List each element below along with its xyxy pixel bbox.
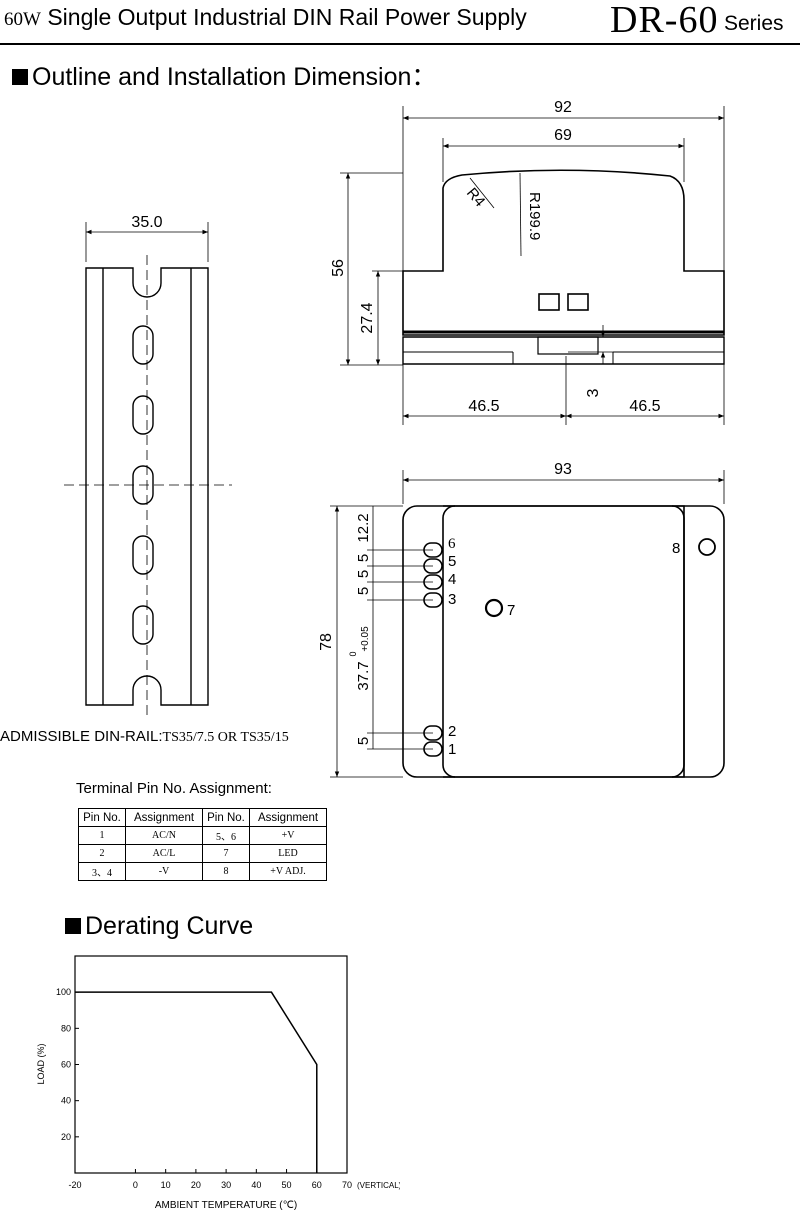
table-cell: -V [125,862,203,881]
dim-pitch-5a: 5 [355,554,372,562]
table-cell: 5、6 [202,826,250,845]
dim-69: 69 [554,127,572,144]
y-tick-label: 100 [56,987,71,997]
pin-8-label: 8 [672,540,680,557]
dim-37-7-tol-lower: +0.05 [360,626,371,652]
header-model: DR-60 [610,0,719,41]
dim-37-7-tol-upper: 0 [348,651,358,656]
side-view-drawing [340,106,725,425]
derating-section-title: Derating Curve [65,912,253,941]
table-row: 2 AC/L 7 LED [78,844,327,863]
table-header: Assignment [249,808,327,827]
table-header-row: Pin No. Assignment Pin No. Assignment [78,808,327,827]
dim-3: 3 [585,388,602,397]
outline-section-title: Outline and Installation Dimension： [12,57,436,93]
chart-ylabel: LOAD (%) [36,1043,46,1084]
table-cell: 2 [78,844,126,863]
table-cell: LED [249,844,327,863]
dim-92: 92 [554,99,572,116]
x-tick-label: 0 [133,1180,138,1190]
dim-pitch-5c: 5 [355,587,372,595]
pin-5-label: 5 [448,553,456,570]
table-header: Assignment [125,808,203,827]
dim-37-7: 37.7 [355,661,372,690]
dim-pitch-5b: 5 [355,570,372,578]
dimension-drawings: 35.0 [64,99,725,778]
dim-56: 56 [330,259,347,277]
x-tick-label: 60 [312,1180,322,1190]
table-cell: 3、4 [78,862,126,881]
dim-93: 93 [554,461,572,478]
table-cell: 7 [202,844,250,863]
section-bullet-icon [65,918,81,934]
x-tick-label: 10 [161,1180,171,1190]
din-rail-drawing [64,222,232,715]
y-tick-label: 40 [61,1096,71,1106]
x-tick-label: -20 [68,1180,81,1190]
header-wattage: 60W [4,9,41,30]
chart-xlabel: AMBIENT TEMPERATURE (℃) [155,1200,297,1210]
pin-4-label: 4 [448,571,456,588]
din-rail-value: TS35/7.5 OR TS35/15 [162,730,289,745]
x-tick-label: 40 [251,1180,261,1190]
pin-2-label: 2 [448,723,456,740]
y-tick-label: 80 [61,1023,71,1033]
dim-bottom-5: 5 [355,737,372,745]
table-cell: AC/N [125,826,203,845]
dim-46-5-left: 46.5 [468,398,499,415]
table-cell: 8 [202,862,250,881]
x-tick-label: 30 [221,1180,231,1190]
pin-3-label: 3 [448,591,456,608]
x-tick-label: 70 [342,1180,352,1190]
table-cell: +V ADJ. [249,862,327,881]
pin-1-label: 1 [448,741,456,758]
table-row: 1 AC/N 5、6 +V [78,826,327,845]
derating-chart: 20 40 60 80 100 -20 0 10 20 30 40 50 60 70 (VERTICAL)… [36,955,400,1210]
section-bullet-icon [12,69,28,85]
terminal-pin-table: Pin No. Assignment Pin No. Assignment 1 … [78,808,327,881]
pin-6-label: 6 [448,536,456,552]
front-view-drawing [330,470,725,778]
dim-46-5-right: 46.5 [629,398,660,415]
rail-width-label: 35.0 [131,214,162,231]
derating-curve-line [75,991,318,1173]
table-row: 3、4 -V 8 +V ADJ. [78,862,327,881]
dim-12-2: 12.2 [355,513,372,542]
dim-78: 78 [318,633,335,651]
chart-frame [74,955,348,1174]
table-cell: 1 [78,826,126,845]
header-title-text: Single Output Industrial DIN Rail Power … [47,4,527,30]
terminal-table-title: Terminal Pin No. Assignment: [76,780,272,797]
y-tick-label: 20 [61,1132,71,1142]
y-tick-label: 60 [61,1060,71,1070]
table-header: Pin No. [202,808,250,827]
header-title: 60W Single Output Industrial DIN Rail Po… [4,4,527,31]
table-cell: AC/L [125,844,203,863]
x-tick-label: 50 [282,1180,292,1190]
dim-27-4: 27.4 [359,302,376,333]
header-divider [0,43,800,45]
x-tick-label: 20 [191,1180,201,1190]
radius-r4: R4 [463,185,488,211]
pin-7-label: 7 [507,602,515,619]
din-rail-label: ADMISSIBLE DIN-RAIL:TS35/7.5 OR TS35/15 [0,728,289,745]
header-series: Series [724,12,784,35]
table-cell: +V [249,826,327,845]
table-header: Pin No. [78,808,126,827]
radius-r199: R199.9 [526,192,543,240]
x-tick-suffix: (VERTICAL) [357,1181,400,1190]
